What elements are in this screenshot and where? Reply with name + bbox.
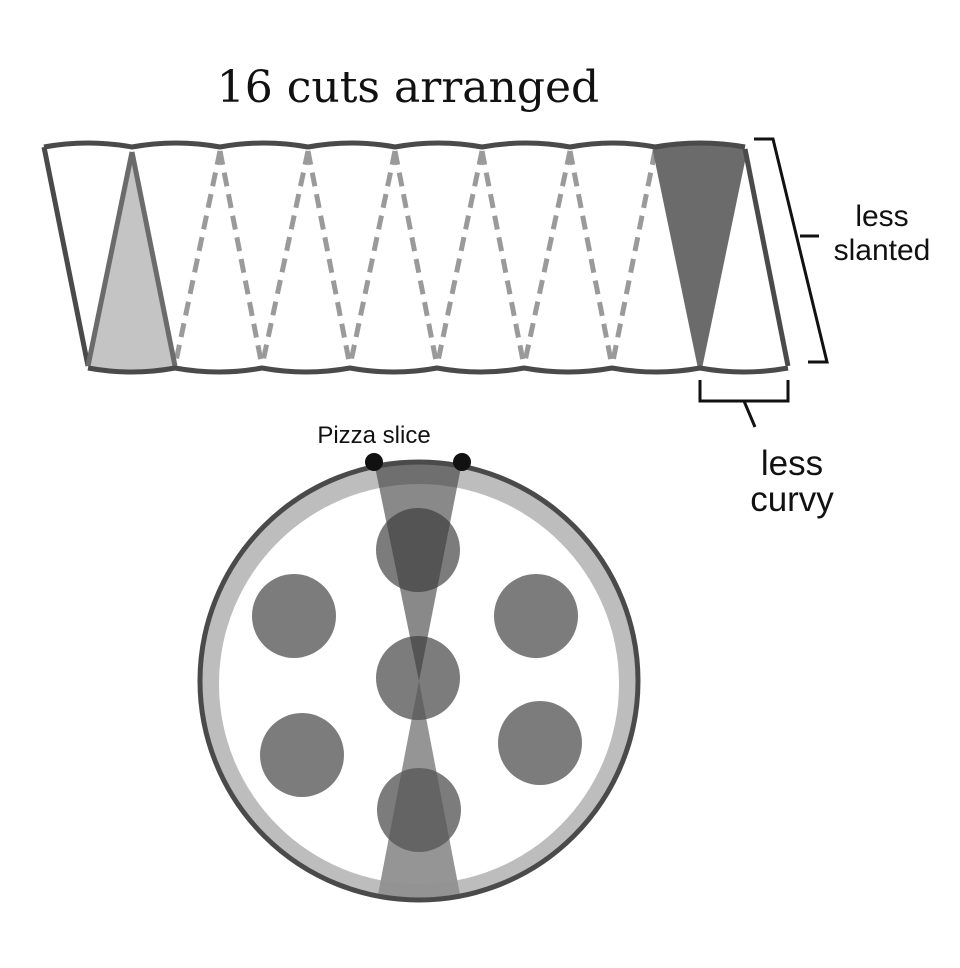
curvy-bracket [698, 380, 790, 403]
pizza-outline [197, 459, 641, 903]
dashed-cut-lines [172, 150, 658, 367]
arranged-slices [41, 140, 791, 375]
pepperoni [498, 701, 582, 785]
pepperoni [376, 636, 460, 720]
dark-slice [655, 145, 745, 366]
pizza-slice-highlight [374, 462, 462, 681]
less-slanted-annotation: less slanted [754, 137, 931, 364]
pepperoni [260, 713, 344, 797]
top-crust-edge [43, 140, 746, 150]
diagram-title: 16 cuts arranged [217, 62, 599, 113]
curvy-label-line1: less [761, 444, 823, 483]
light-slice [88, 152, 175, 370]
pizza [197, 453, 641, 903]
less-curvy-annotation: less curvy [698, 380, 834, 519]
pepperoni-group [252, 508, 582, 852]
bottom-crust-edge [87, 365, 789, 375]
pepperoni [494, 574, 578, 658]
slant-bracket [754, 137, 829, 364]
pepperoni [252, 574, 336, 658]
slant-label-line2: slanted [834, 234, 931, 267]
slant-label-line1: less [855, 200, 908, 233]
slice-endpoint-right [453, 453, 471, 471]
curvy-label-line2: curvy [750, 480, 834, 519]
slice-endpoint-left [365, 453, 383, 471]
pepperoni [377, 768, 461, 852]
solid-cut-lines [41, 146, 791, 367]
pizza-slice-label: Pizza slice [317, 422, 430, 449]
opposite-slice-dark [376, 681, 462, 902]
